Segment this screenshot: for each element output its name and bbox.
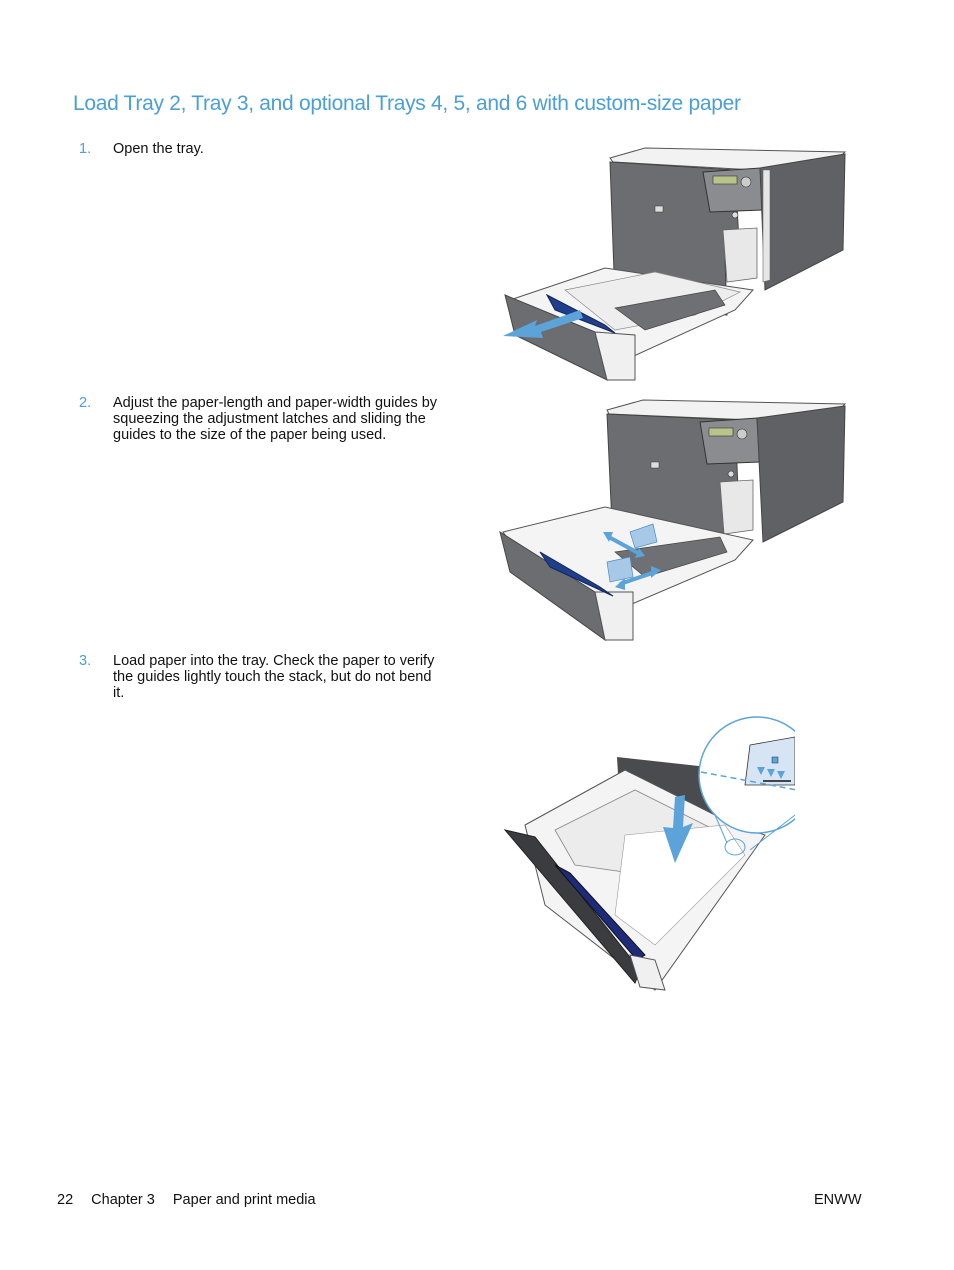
step-number: 1.	[79, 141, 92, 157]
step-number: 3.	[79, 653, 92, 669]
chapter-label: Chapter 3	[91, 1192, 155, 1208]
tray-load-paper-illustration	[503, 716, 795, 991]
section-label: Paper and print media	[172, 1192, 316, 1208]
step-text: Adjust the paper-length and paper-width …	[113, 395, 438, 443]
printer-tray-open-illustration	[503, 147, 847, 381]
step-text: Load paper into the tray. Check the pape…	[113, 653, 435, 701]
footer-left: 22 Chapter 3 Paper and print media	[57, 1192, 330, 1208]
page-number: 22	[57, 1192, 74, 1208]
printer-guides-adjust-illustration	[499, 399, 847, 642]
page-title: Load Tray 2, Tray 3, and optional Trays …	[73, 92, 741, 115]
step-text: Open the tray.	[113, 141, 204, 157]
step-number: 2.	[79, 395, 92, 411]
footer-right: ENWW	[814, 1192, 862, 1208]
